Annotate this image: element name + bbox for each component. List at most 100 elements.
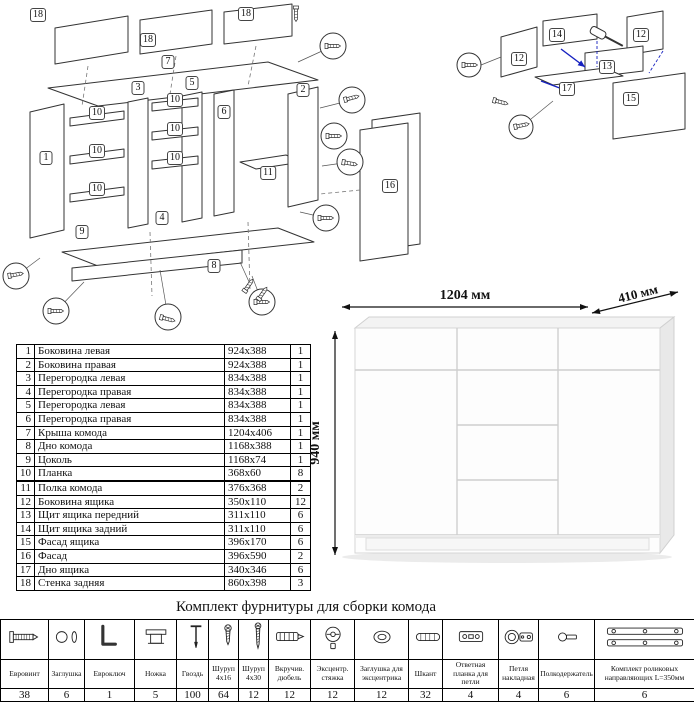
hardware-item-qty: 4 — [499, 688, 539, 701]
hardware-icons-row — [1, 620, 694, 660]
hardware-item-qty: 6 — [595, 688, 694, 701]
part-number-label-16: 16 — [382, 179, 398, 193]
parts-cell-name: Боковина правая — [35, 358, 225, 372]
hardware-item-name: Шкант — [409, 660, 443, 689]
part-number-label-17: 17 — [559, 82, 575, 96]
parts-cell-size: 834x388 — [225, 372, 291, 386]
part-number-label-10: 10 — [89, 106, 105, 120]
hardware-item-name: Евроключ — [85, 660, 135, 689]
roller-guides-icon — [595, 620, 694, 660]
parts-cell-name: Стенка задняя — [35, 577, 225, 591]
cam-cap-icon — [355, 620, 409, 660]
hardware-item-name: Шуруп 4x16 — [209, 660, 239, 689]
parts-cell-num: 14 — [17, 522, 35, 536]
parts-cell-name: Фасад — [35, 549, 225, 563]
product-render: 1204 мм 410 мм 940 мм — [300, 283, 694, 600]
hardware-item-qty: 4 — [443, 688, 499, 701]
hardware-kit-title: Комплект фурнитуры для сборки комода — [0, 599, 612, 616]
hardware-item-qty: 12 — [269, 688, 311, 701]
parts-cell-size: 350x110 — [225, 495, 291, 509]
wood-dowel-icon — [409, 620, 443, 660]
parts-cell-name: Боковина левая — [35, 345, 225, 359]
blue-arrowhead — [578, 60, 585, 67]
parts-cell-size: 396x590 — [225, 549, 291, 563]
parts-cell-size: 834x388 — [225, 385, 291, 399]
hardware-item-qty: 38 — [1, 688, 49, 701]
height-dimension-label: 940 мм — [308, 421, 324, 465]
parts-cell-num: 3 — [17, 372, 35, 386]
shelf-support-icon — [539, 620, 595, 660]
parts-cell-size: 834x388 — [225, 399, 291, 413]
parts-cell-name: Боковина ящика — [35, 495, 225, 509]
part-number-label-9: 9 — [76, 225, 89, 239]
width-dimension-label: 1204 мм — [440, 288, 491, 304]
parts-cell-num: 1 — [17, 345, 35, 359]
hardware-item-qty: 12 — [355, 688, 409, 701]
hardware-item-qty: 12 — [239, 688, 269, 701]
parts-cell-size: 1168x388 — [225, 440, 291, 454]
parts-cell-num: 18 — [17, 577, 35, 591]
parts-cell-size: 1204x406 — [225, 426, 291, 440]
part-number-label-10: 10 — [167, 151, 183, 165]
part-number-label-3: 3 — [132, 81, 145, 95]
parts-cell-name: Цоколь — [35, 453, 225, 467]
hardware-item-qty: 6 — [539, 688, 595, 701]
parts-cell-num: 7 — [17, 426, 35, 440]
parts-cell-num: 15 — [17, 536, 35, 550]
hardware-item-name: Заглушка для эксцентрика — [355, 660, 409, 689]
parts-cell-num: 16 — [17, 549, 35, 563]
chest-drawing-svg — [300, 283, 694, 600]
part-number-label-14: 14 — [549, 28, 565, 42]
parts-cell-size: 311x110 — [225, 509, 291, 523]
parts-cell-num: 10 — [17, 467, 35, 481]
parts-cell-name: Планка — [35, 467, 225, 481]
parts-cell-size: 860x398 — [225, 577, 291, 591]
cap-icon — [49, 620, 85, 660]
parts-cell-num: 11 — [17, 481, 35, 495]
hardware-item-qty: 1 — [85, 688, 135, 701]
screw-4x16-icon — [209, 620, 239, 660]
parts-cell-size: 834x388 — [225, 412, 291, 426]
hardware-item-name: Полкодержатель — [539, 660, 595, 689]
parts-cell-size: 340x346 — [225, 563, 291, 577]
hardware-item-name: Вкручив. дюбель — [269, 660, 311, 689]
part-number-label-2: 2 — [297, 83, 310, 97]
parts-cell-num: 17 — [17, 563, 35, 577]
part-number-label-12: 12 — [511, 52, 527, 66]
parts-cell-name: Перегородка левая — [35, 399, 225, 413]
exploded-view-drawer-svg — [445, 5, 694, 155]
hardware-item-qty: 100 — [177, 688, 209, 701]
part-number-label-10: 10 — [167, 122, 183, 136]
parts-cell-num: 13 — [17, 509, 35, 523]
hardware-item-qty: 6 — [49, 688, 85, 701]
parts-cell-num: 2 — [17, 358, 35, 372]
hardware-item-qty: 32 — [409, 688, 443, 701]
part-number-label-7: 7 — [162, 55, 175, 69]
hardware-item-name: Ножка — [135, 660, 177, 689]
parts-cell-name: Крыша комода — [35, 426, 225, 440]
hardware-item-qty: 64 — [209, 688, 239, 701]
parts-cell-num: 5 — [17, 399, 35, 413]
parts-cell-size: 924x388 — [225, 345, 291, 359]
part-number-label-13: 13 — [599, 60, 615, 74]
nail-icon — [177, 620, 209, 660]
hex-key-icon — [85, 620, 135, 660]
hinge-plate-icon — [443, 620, 499, 660]
